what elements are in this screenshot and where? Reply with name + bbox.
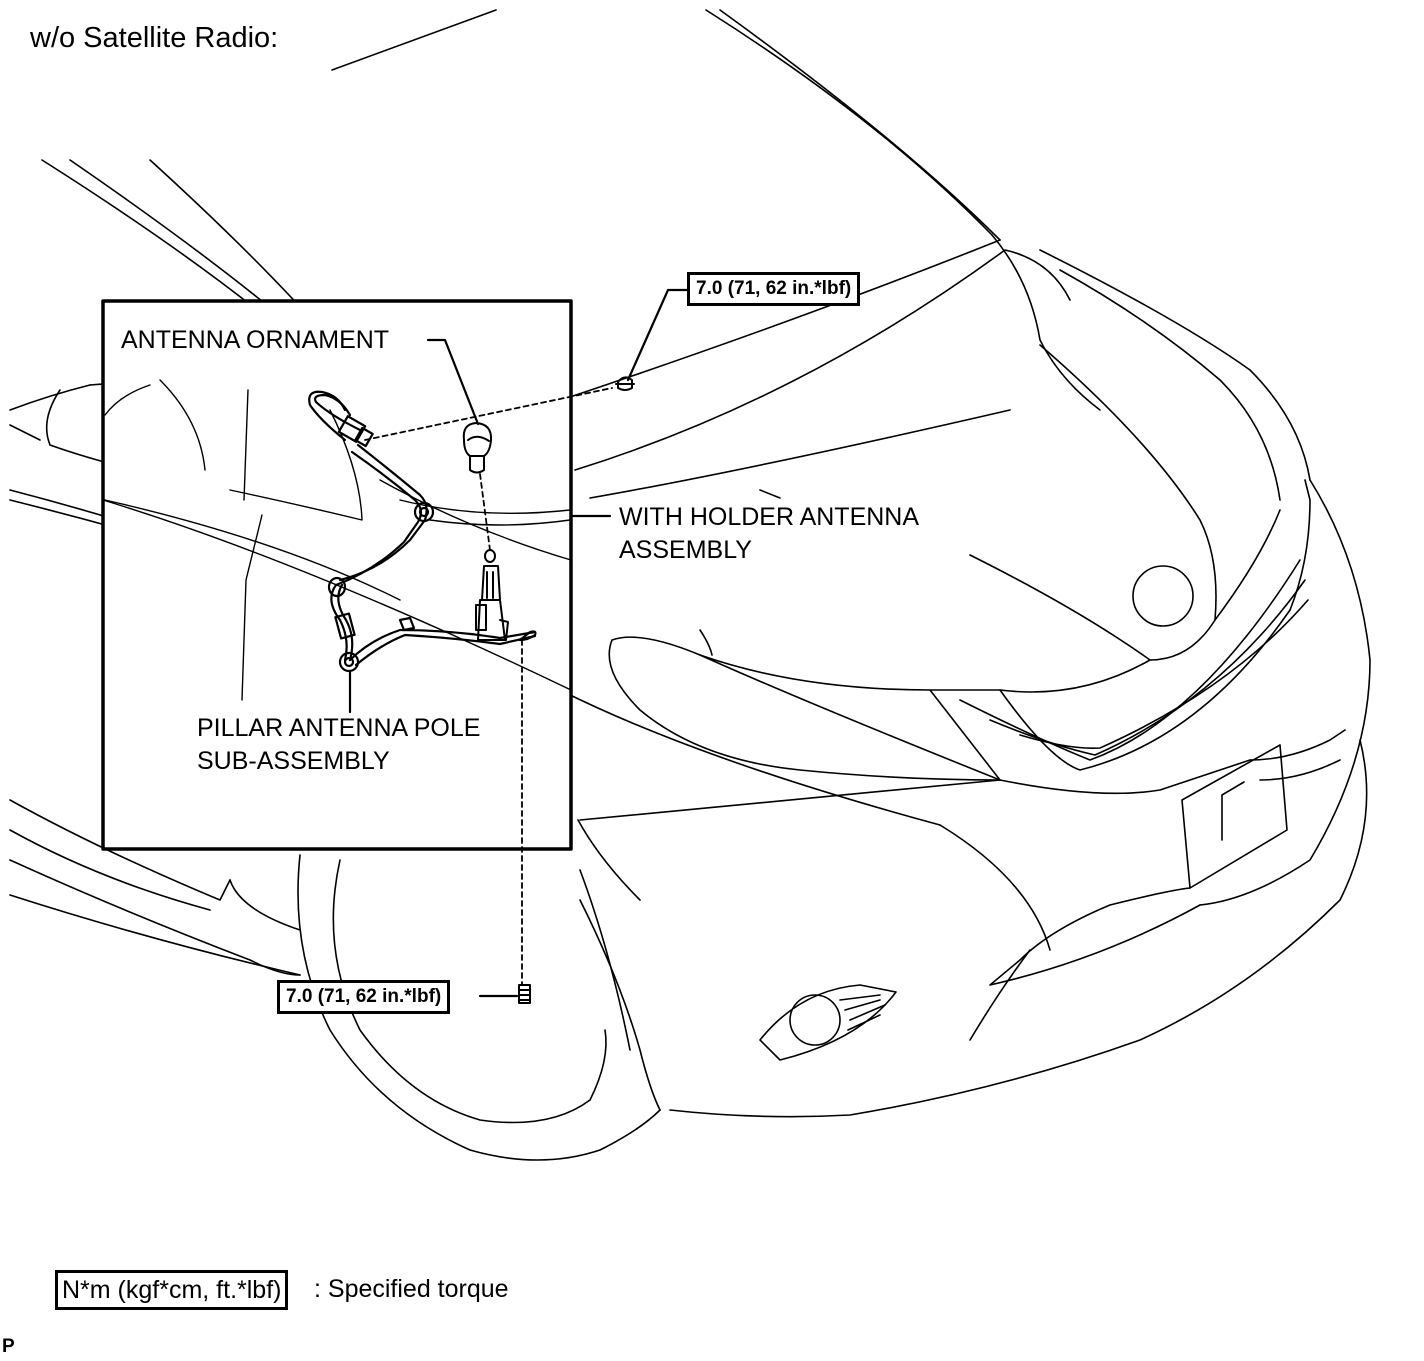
leader-lines: [348, 288, 690, 998]
inset-vehicle-lines: [102, 379, 572, 701]
assembly-dashed-lines: [364, 387, 613, 985]
antenna-pole: [475, 549, 509, 641]
antenna-ornament-label: ANTENNA ORNAMENT: [121, 326, 390, 354]
torque-spec-upper: 7.0 (71, 62 in.*lbf): [687, 272, 861, 306]
diagram-code: P: [2, 1336, 15, 1357]
pillar-pole-label-line1: PILLAR ANTENNA POLE: [197, 714, 481, 742]
pillar-pole-label-line2: SUB-ASSEMBLY: [197, 747, 390, 775]
vehicle-outline: [9, 9, 1371, 1161]
pillar-antenna-cable: [308, 390, 537, 673]
torque-legend-description: : Specified torque: [314, 1275, 509, 1303]
holder-antenna-label-line1: WITH HOLDER ANTENNA: [619, 503, 920, 531]
holder-antenna-label-line2: ASSEMBLY: [619, 536, 752, 564]
diagram-title: w/o Satellite Radio:: [30, 22, 279, 54]
torque-spec-lower: 7.0 (71, 62 in.*lbf): [277, 980, 451, 1014]
torque-unit-legend-box: N*m (kgf*cm, ft.*lbf): [55, 1270, 289, 1310]
lower-bolt: [518, 984, 531, 1004]
antenna-ornament-part: [462, 422, 493, 474]
upper-bolt: [615, 376, 635, 391]
